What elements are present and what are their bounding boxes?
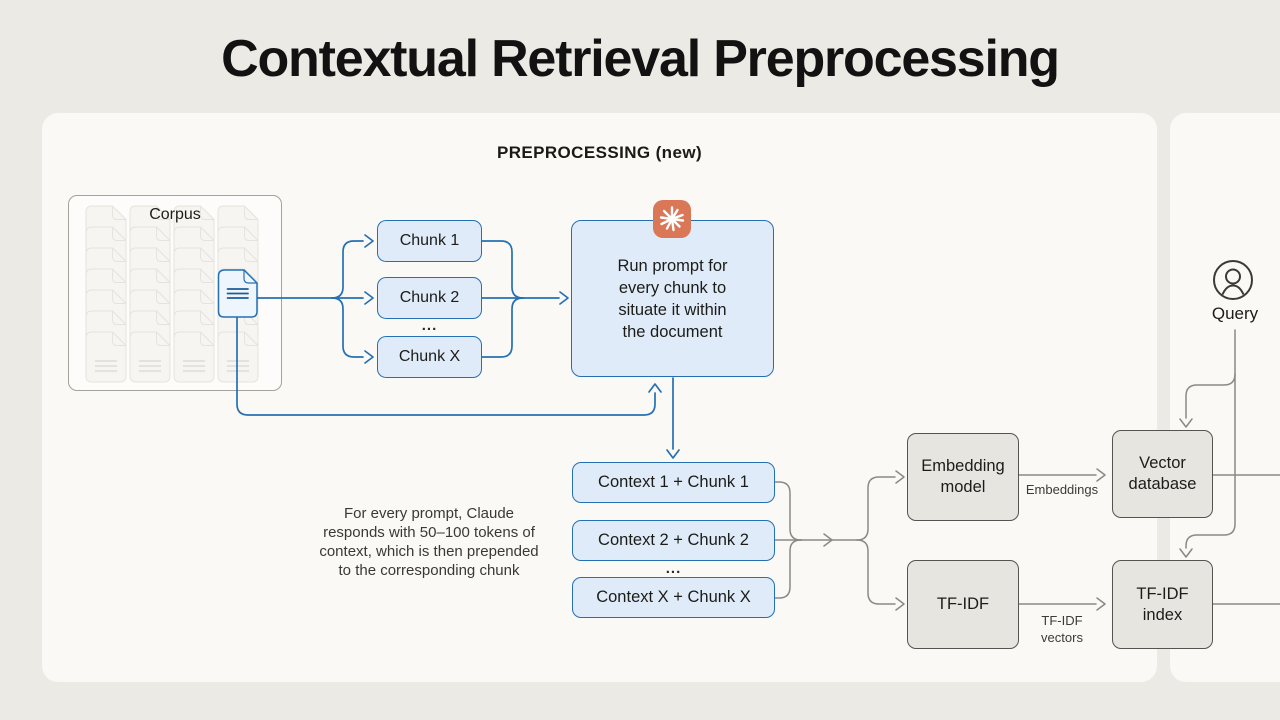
contexts-ellipsis: ... xyxy=(665,560,682,577)
claude-spark-icon xyxy=(653,200,691,238)
chunk-1-node: Chunk 1 xyxy=(377,220,482,262)
query-connector xyxy=(1185,329,1236,549)
embedding-model-node: Embedding model xyxy=(907,433,1019,521)
highlighted-document-icon xyxy=(217,269,258,318)
corpus-label: Corpus xyxy=(149,206,201,223)
vector-database-node: Vector database xyxy=(1112,430,1213,518)
loop-connector xyxy=(236,316,656,416)
page-title: Contextual Retrieval Preprocessing xyxy=(221,30,1060,88)
tfidf-node: TF-IDF xyxy=(907,560,1019,649)
gray-connectors xyxy=(774,329,1280,611)
user-circle-icon xyxy=(1205,252,1261,308)
context-1-node: Context 1 + Chunk 1 xyxy=(572,462,775,503)
chunk-x-node: Chunk X xyxy=(377,336,482,378)
claude-caption: For every prompt, Claude responds with 5… xyxy=(319,505,539,579)
preprocessing-heading: PREPROCESSING (new) xyxy=(496,143,703,162)
context-2-node: Context 2 + Chunk 2 xyxy=(572,520,775,561)
chunk-2-node: Chunk 2 xyxy=(377,277,482,319)
tfidf-index-node: TF-IDF index xyxy=(1112,560,1213,649)
blue-connectors xyxy=(236,234,680,459)
tfidf-vectors-edge-label: TF-IDF vectors xyxy=(1041,613,1083,645)
claude-prompt-node: Run prompt for every chunk to situate it… xyxy=(571,220,774,377)
chunks-ellipsis: ... xyxy=(421,317,438,334)
embeddings-edge-label: Embeddings xyxy=(1025,482,1099,497)
query-label: Query xyxy=(1211,304,1259,323)
context-x-node: Context X + Chunk X xyxy=(572,577,775,618)
